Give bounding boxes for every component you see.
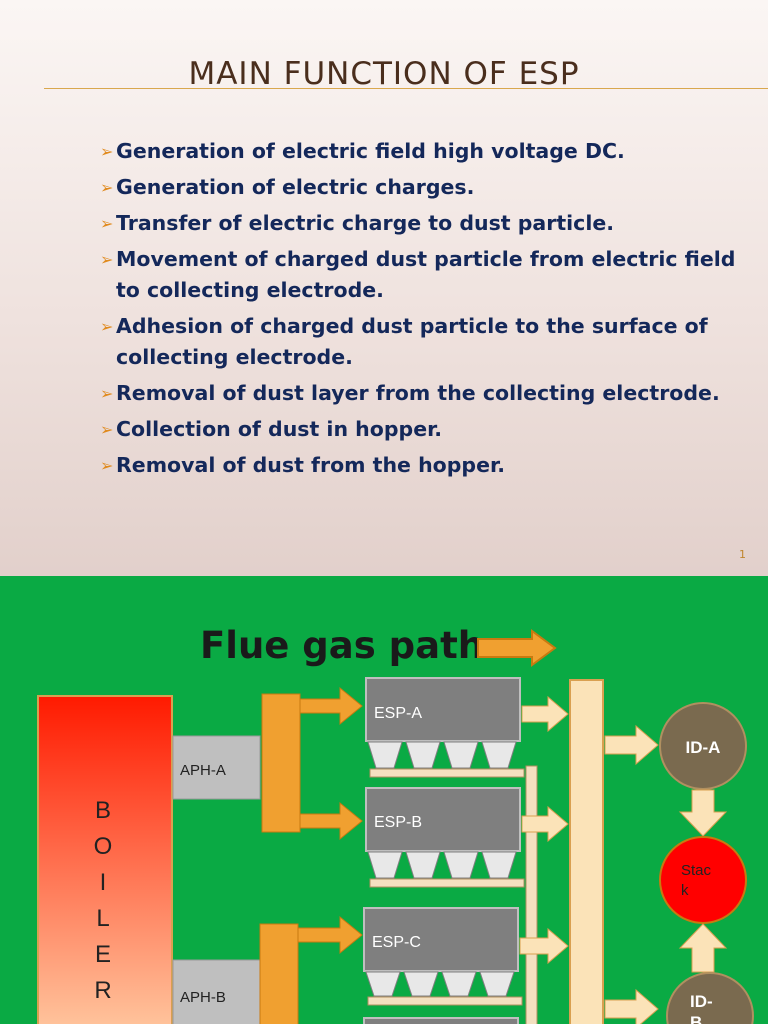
svg-text:ID-: ID-	[690, 992, 713, 1011]
bullet-item: ➢Removal of dust layer from the collecti…	[100, 378, 750, 409]
bullet-arrow-icon: ➢	[100, 384, 114, 403]
svg-text:ID-A: ID-A	[686, 738, 721, 757]
stack: Stac k	[659, 836, 747, 924]
id-b-fan: ID- B	[666, 972, 754, 1024]
slide-flue-gas-path: Flue gas path B O I L E R APH-A APH-B	[0, 576, 768, 1024]
svg-text:k: k	[681, 882, 689, 899]
svg-text:B: B	[690, 1013, 702, 1024]
slide-title: MAIN FUNCTION OF ESP	[188, 56, 580, 92]
flue-header	[569, 679, 604, 1024]
fan-b-to-stack-arrow	[678, 923, 728, 973]
svg-text:ESP-B: ESP-B	[374, 814, 422, 831]
esp-c-box: ESP-C	[363, 907, 523, 1006]
page-number: 1	[739, 548, 746, 561]
slide-main-function: MAIN FUNCTION OF ESP ➢Generation of elec…	[0, 0, 768, 576]
svg-text:L: L	[96, 905, 109, 932]
svg-text:ESP-C: ESP-C	[372, 934, 421, 951]
svg-text:I: I	[100, 869, 107, 896]
svg-text:R: R	[94, 977, 111, 1004]
esp-b-box: ESP-B	[365, 787, 525, 888]
bypass-pipe	[525, 765, 538, 1024]
boiler-label: B O I L E R	[94, 797, 113, 1004]
svg-text:APH-A: APH-A	[180, 762, 226, 779]
bullet-item: ➢Generation of electric field high volta…	[100, 136, 750, 167]
aph-b-box: APH-B	[172, 959, 261, 1024]
bullet-item: ➢Generation of electric charges.	[100, 172, 750, 203]
bullet-arrow-icon: ➢	[100, 420, 114, 439]
bullet-item: ➢Removal of dust from the hopper.	[100, 450, 750, 481]
fan-a-to-stack-arrow	[678, 789, 728, 837]
boiler-block	[37, 695, 173, 1024]
bullet-list: ➢Generation of electric field high volta…	[100, 136, 750, 486]
diagram-title: Flue gas path	[200, 624, 484, 667]
esp-d-box-partial	[363, 1017, 519, 1024]
bullet-arrow-icon: ➢	[100, 214, 114, 233]
svg-text:ESP-A: ESP-A	[374, 705, 422, 722]
id-a-fan: ID-A	[659, 702, 747, 790]
duct-b	[259, 915, 363, 1024]
svg-text:B: B	[95, 797, 111, 824]
bullet-item: ➢Transfer of electric charge to dust par…	[100, 208, 750, 239]
svg-text:E: E	[95, 941, 111, 968]
bullet-arrow-icon: ➢	[100, 250, 114, 269]
svg-text:Stac: Stac	[681, 862, 712, 879]
flue-gas-diagram: Flue gas path B O I L E R APH-A APH-B	[37, 624, 754, 1024]
aph-a-box: APH-A	[172, 735, 261, 800]
bullet-item: ➢Collection of dust in hopper.	[100, 414, 750, 445]
bullet-arrow-icon: ➢	[100, 178, 114, 197]
title-underline	[44, 88, 768, 89]
bullet-item: ➢Movement of charged dust particle from …	[100, 244, 750, 306]
esp-outlet-arrows	[519, 695, 569, 965]
bullet-arrow-icon: ➢	[100, 317, 114, 336]
header-to-fan-arrows	[604, 724, 659, 1024]
title-arrow-icon	[477, 629, 557, 667]
svg-text:O: O	[94, 833, 113, 860]
duct-a	[261, 686, 363, 841]
svg-text:APH-B: APH-B	[180, 989, 226, 1006]
bullet-arrow-icon: ➢	[100, 142, 114, 161]
esp-a-box: ESP-A	[365, 677, 525, 778]
bullet-arrow-icon: ➢	[100, 456, 114, 475]
bullet-item: ➢Adhesion of charged dust particle to th…	[100, 311, 750, 373]
